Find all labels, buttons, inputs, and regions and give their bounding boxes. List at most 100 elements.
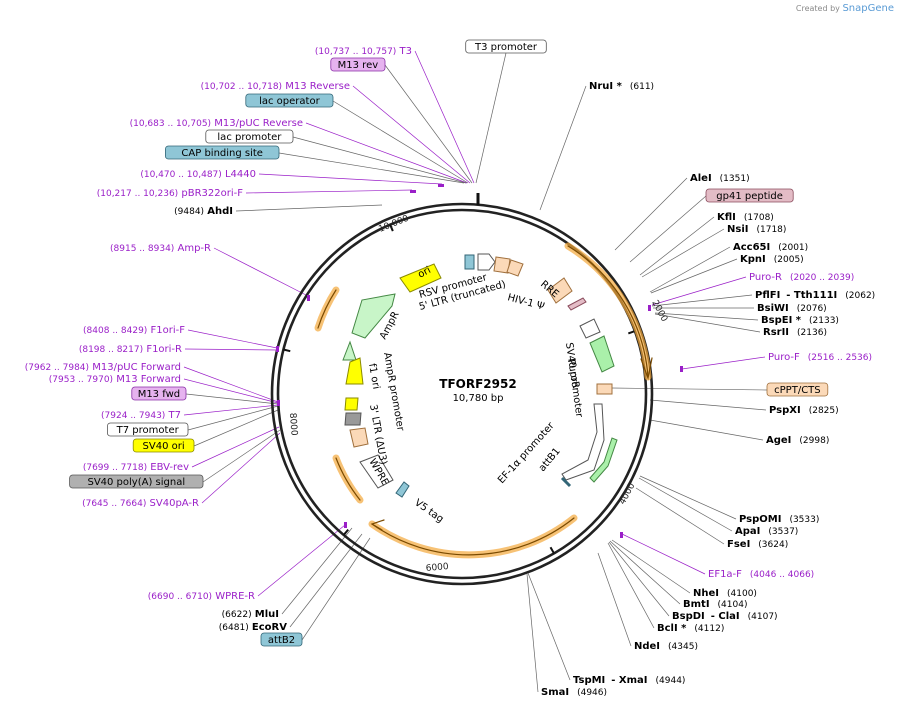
m13forward-name: M13 Forward (116, 374, 181, 385)
agei-name: AgeI (766, 435, 791, 446)
primer-tick-ampr (307, 295, 310, 301)
cap-box (164, 145, 280, 160)
pspomi-label: PspOMI(3533) (739, 514, 819, 525)
site-nsii: NsiI(1718) (727, 224, 786, 235)
bsiwi-label: BsiWI(2076) (757, 303, 827, 314)
puror-feature (589, 335, 615, 373)
kfli-label: KflI(1708) (717, 212, 774, 223)
site-sv40ori: SV40 ori (132, 438, 195, 453)
pspxi-name: PspXI (769, 405, 801, 416)
sv40par-label: (7645 .. 7664) SV40pA-R (82, 498, 199, 509)
m13puc-rev-leader (305, 122, 468, 184)
pflfi-position: (2062) (845, 291, 875, 301)
m13fwd-leader (185, 393, 279, 405)
primer-tick-l4440 (438, 184, 444, 187)
m13rev-leader (384, 64, 473, 184)
l4440-leader (258, 173, 443, 185)
site-t3prom: T3 promoter (465, 39, 547, 54)
pspomi-leader (639, 475, 737, 520)
ebvrev-leader (191, 426, 280, 468)
m13puc-fwd-leader (183, 366, 279, 403)
bspdi-isoschizomer: - ClaI (711, 611, 740, 622)
ndei-name: NdeI (634, 641, 660, 652)
ef1a-promoter-feature (561, 403, 605, 481)
t7-name: T7 (168, 410, 181, 421)
m13forward-position: (7953 .. 7970) (49, 375, 113, 385)
bmti-name: BmtI (683, 599, 710, 610)
backbone-outer (270, 202, 654, 586)
ltr3-label: 3' LTR (ΔU3) (367, 404, 388, 466)
sv40pa-leader (202, 429, 281, 483)
nhei-label: NheI(4100) (693, 588, 757, 599)
tspmi-leader (527, 572, 571, 681)
site-kfli: KflI(1708) (717, 212, 774, 223)
orf-arc-2 (371, 517, 575, 556)
m13puc-rev-position: (10,683 .. 10,705) (130, 119, 211, 129)
wpre-feature (359, 454, 394, 489)
m13fwd-box (131, 386, 187, 401)
nrui-label: NruI *(611) (589, 81, 654, 92)
site-ahdi: (9484) AhdI (174, 206, 233, 217)
puror-leader (651, 276, 747, 306)
ampr-primer-leader (213, 247, 309, 297)
rsrii-position: (2136) (797, 328, 827, 338)
lacprom-box (205, 129, 294, 144)
site-t3-primer: (10,737 .. 10,757) T3 (315, 46, 412, 57)
orf-arc-4 (335, 457, 361, 501)
ef1af-label: EF1a-F(4046 .. 4066) (708, 569, 814, 580)
rsrii-label: RsrII(2136) (763, 327, 827, 338)
attb1-bar (560, 476, 572, 488)
bcli-name: BclI * (657, 623, 687, 634)
pflfi-name: PflFI (755, 290, 780, 301)
cppt-feature (596, 383, 613, 395)
ef1af-name: EF1a-F (708, 569, 742, 580)
kfli-name: KflI (717, 212, 736, 223)
ecorv-name: EcoRV (252, 622, 287, 633)
site-bcli: BclI *(4112) (657, 623, 724, 634)
bspdi-label: BspDI- ClaI(4107) (672, 611, 778, 622)
bmti-position: (4104) (718, 600, 748, 610)
ruler-tick (342, 528, 349, 536)
ndei-position: (4345) (668, 642, 698, 652)
m13puc-fwd-name: M13/pUC Forward (92, 362, 181, 373)
rre-feature (547, 277, 573, 304)
bspei-leader (654, 312, 759, 321)
site-nhei: NheI(4100) (693, 588, 757, 599)
kpni-leader (650, 258, 738, 294)
backbone-inner (276, 208, 648, 580)
site-gp41: gp41 peptide (705, 188, 794, 203)
plasmid-name: TFORF2952 (439, 377, 516, 391)
attb2-box (260, 632, 303, 647)
alei-leader (614, 177, 688, 251)
bspdi-position: (4107) (748, 612, 778, 622)
lacop-label: lac operator (259, 96, 320, 107)
purof-label: Puro-F(2516 .. 2536) (768, 352, 872, 363)
t3-primer-position: (10,737 .. 10,757) (315, 47, 396, 57)
pspxi-position: (2825) (809, 406, 839, 416)
sv40par-leader (201, 432, 281, 504)
pbr-leader (245, 189, 413, 194)
t3prom-leader (475, 52, 507, 184)
f1ori-f-name: F1ori-F (151, 325, 186, 336)
wprer-leader (257, 524, 346, 597)
bsiwi-name: BsiWI (757, 303, 789, 314)
cppt-label: cPPT/CTS (774, 385, 820, 396)
site-sv40pa: SV40 poly(A) signal (69, 474, 204, 489)
gp41-feature (567, 297, 587, 311)
f1ori-f-label: (8408 .. 8429) F1ori-F (83, 325, 185, 336)
sv40par-position: (7645 .. 7664) (82, 499, 146, 509)
site-pflfi: PflFI- Tth111I(2062) (755, 290, 875, 301)
nrui-leader (539, 85, 587, 211)
f1ori-r-label: (8198 .. 8217) F1ori-R (79, 344, 182, 355)
cap-label: CAP binding site (181, 148, 263, 159)
nsii-leader (641, 228, 725, 278)
ecorv-leader (289, 533, 363, 628)
site-lacprom: lac promoter (205, 129, 294, 144)
puror-name: Puro-R (749, 272, 782, 283)
primer-tick-puro-f (680, 366, 683, 372)
purof-name: Puro-F (768, 352, 800, 363)
bspei-name: BspEI * (761, 315, 802, 326)
ampr-feature (351, 293, 396, 339)
sv40ori-leader (193, 409, 279, 447)
